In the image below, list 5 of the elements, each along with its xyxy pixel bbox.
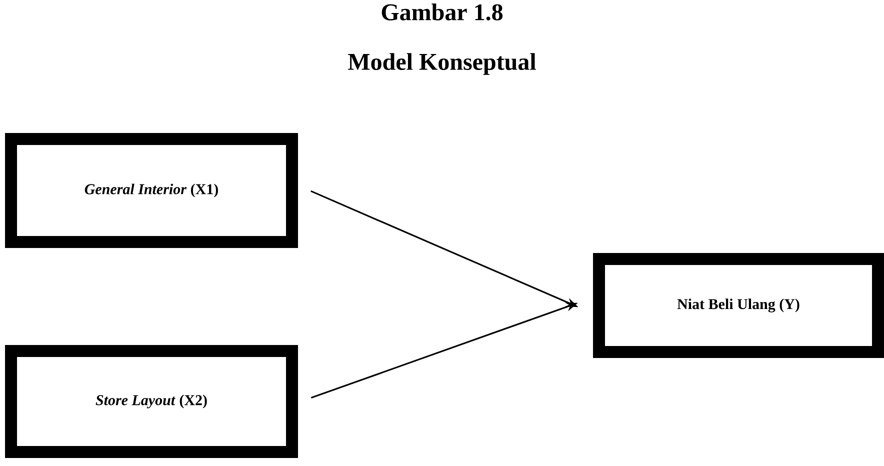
title: Gambar 1.8	[382, 4, 503, 20]
subtitle: Model Konseptual	[348, 53, 536, 75]
variable-box: Store Layout (X2)	[5, 345, 298, 458]
variable-box: General Interior (X1)	[5, 133, 298, 248]
variable-box: Niat Beli Ulang (Y)	[593, 253, 884, 358]
